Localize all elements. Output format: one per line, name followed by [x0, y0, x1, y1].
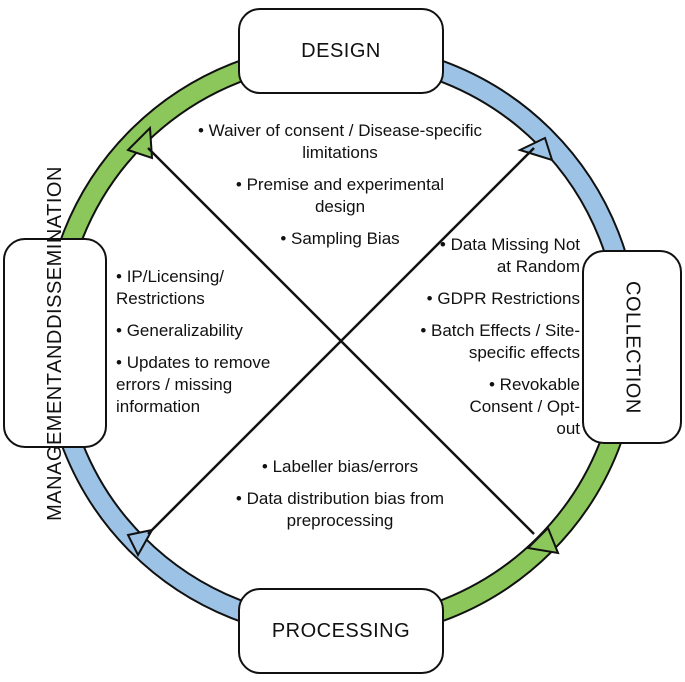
stage-collection-label: COLLECTION	[621, 280, 644, 414]
stage-management: MANAGEMENT AND DISSEMINATION	[3, 166, 107, 520]
stage-management-label-line2: AND	[43, 328, 66, 373]
management-issue-item: Updates to remove errors / missing infor…	[116, 352, 316, 418]
processing-issue-item: Data distribution bias from preprocessin…	[215, 488, 465, 532]
design-issue-item: Premise and experimental design	[195, 174, 485, 218]
design-issue-item: Waiver of consent / Disease-specific lim…	[195, 120, 485, 164]
stage-management-label-line3: DISSEMINATION	[43, 165, 66, 329]
stage-collection: COLLECTION	[582, 250, 682, 444]
collection-issue-item: Batch Effects / Site-specific effects	[380, 320, 580, 364]
stage-processing: PROCESSING	[238, 588, 444, 674]
stage-processing-label: PROCESSING	[271, 619, 411, 642]
collection-issues-list: Data Missing Not at Random GDPR Restrict…	[380, 234, 580, 450]
collection-issue-item: Data Missing Not at Random	[380, 234, 580, 278]
arrowhead-design-icon	[517, 136, 554, 162]
arrowhead-management-icon	[126, 125, 154, 160]
design-issues-list: Waiver of consent / Disease-specific lim…	[195, 120, 485, 260]
management-issue-item: IP/Licensing/ Restrictions	[116, 266, 316, 310]
collection-issue-item: Revokable Consent / Opt-out	[380, 374, 580, 440]
arrowhead-processing-icon	[126, 528, 154, 558]
stage-design: DESIGN	[238, 8, 444, 94]
collection-issue-item: GDPR Restrictions	[380, 288, 580, 310]
processing-issue-item: Labeller bias/errors	[215, 456, 465, 478]
design-issue-item: Sampling Bias	[195, 228, 485, 250]
processing-issues-list: Labeller bias/errors Data distribution b…	[215, 456, 465, 542]
stage-management-label-line1: MANAGEMENT	[43, 372, 66, 521]
stage-design-label: DESIGN	[301, 39, 381, 62]
arrowhead-collection-icon	[525, 526, 560, 555]
management-issue-item: Generalizability	[116, 320, 316, 342]
management-issues-list: IP/Licensing/ Restrictions Generalizabil…	[116, 266, 316, 428]
